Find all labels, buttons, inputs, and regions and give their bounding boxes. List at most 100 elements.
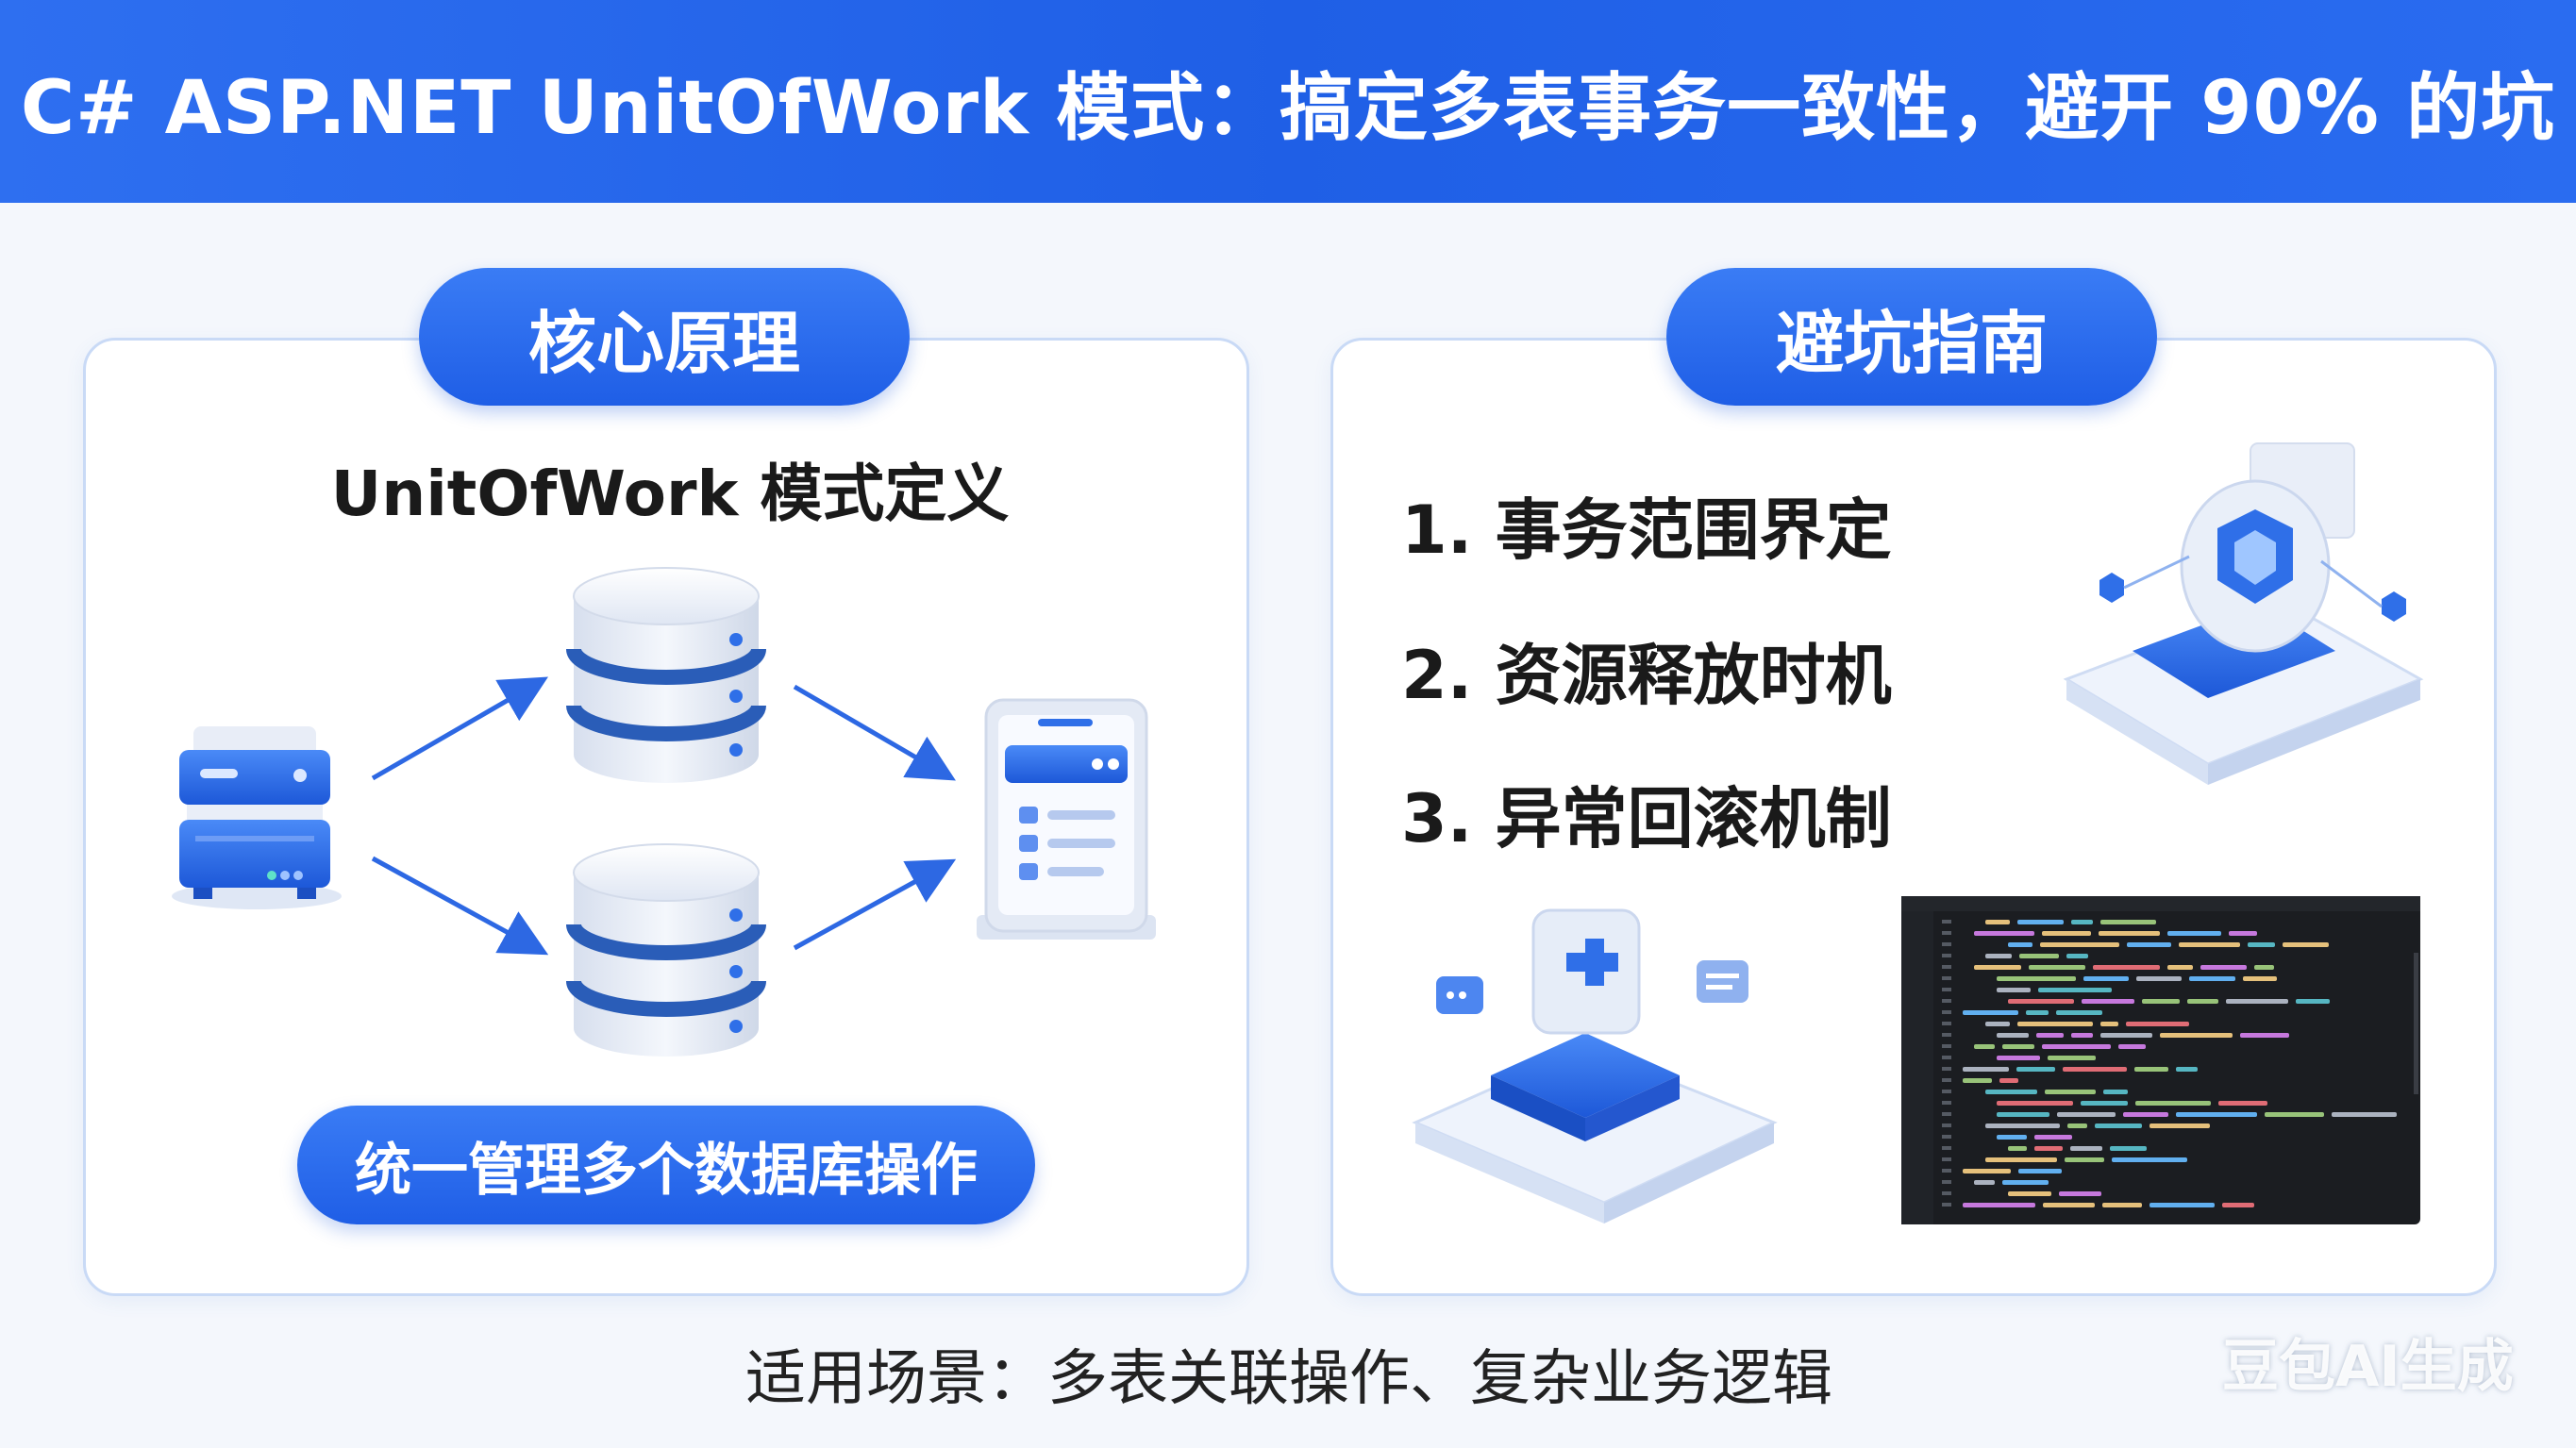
code-line-number	[1942, 1180, 1951, 1184]
code-token	[2093, 965, 2160, 970]
code-line-number	[1942, 920, 1951, 924]
code-token	[2160, 1033, 2233, 1038]
code-token	[1997, 1101, 2073, 1106]
code-token	[1963, 1203, 2035, 1207]
code-token	[2018, 1169, 2062, 1173]
code-token	[2243, 976, 2277, 981]
code-token	[2332, 1112, 2397, 1117]
code-line-number	[1942, 1135, 1951, 1139]
code-token	[2126, 1022, 2189, 1026]
code-token	[2110, 1146, 2147, 1151]
code-line-number	[1942, 1056, 1951, 1059]
core-principle-header: 核心原理	[419, 268, 910, 406]
definition-title: UnitOfWork 模式定义	[330, 458, 1010, 530]
code-line-number	[1942, 1090, 1951, 1093]
code-token	[2045, 1090, 2096, 1094]
code-token	[2095, 1123, 2142, 1128]
code-token	[2167, 931, 2221, 936]
code-token	[1985, 1090, 2037, 1094]
code-line-number	[1942, 1010, 1951, 1014]
code-token	[2283, 942, 2329, 947]
shield-platform-icon	[2063, 442, 2424, 785]
code-token	[1963, 1078, 1992, 1083]
code-line-number	[1942, 1146, 1951, 1150]
code-token	[2099, 931, 2160, 936]
code-token	[1963, 1010, 2018, 1015]
code-line-number	[1942, 1067, 1951, 1071]
code-token	[2019, 954, 2059, 958]
code-token	[2008, 1146, 2027, 1151]
code-token	[1997, 1112, 2049, 1117]
code-token	[2042, 1044, 2111, 1049]
code-token	[1985, 954, 2012, 958]
code-token	[2071, 1033, 2093, 1038]
code-line-number	[1942, 988, 1951, 991]
code-token	[2254, 965, 2274, 970]
code-line-number	[1942, 1044, 1951, 1048]
code-token	[2100, 1022, 2118, 1026]
code-token	[2067, 1123, 2087, 1128]
code-token	[2048, 1056, 2096, 1060]
code-token	[1985, 1123, 2060, 1128]
code-token	[2218, 1101, 2267, 1106]
code-line-number	[1942, 1203, 1951, 1207]
code-token	[2063, 1067, 2127, 1072]
code-token	[2179, 942, 2240, 947]
code-token	[2296, 999, 2330, 1004]
code-line-number	[1942, 999, 1951, 1003]
code-token	[2136, 976, 2182, 981]
code-token	[1985, 1157, 2057, 1162]
tip-transaction-scope: 1. 事务范围界定	[1401, 491, 1892, 569]
code-token	[2056, 1010, 2102, 1015]
code-token	[1999, 1078, 2018, 1083]
flow-arrows	[371, 676, 957, 956]
code-token	[1974, 965, 2021, 970]
code-token	[2008, 1191, 2051, 1196]
code-token	[2248, 942, 2275, 947]
database-icon	[566, 567, 766, 783]
code-token	[2066, 954, 2088, 958]
code-token	[2240, 1033, 2289, 1038]
server-icon	[172, 726, 342, 909]
code-token	[2002, 1180, 2049, 1185]
code-token	[2176, 1067, 2198, 1072]
code-token	[2036, 1033, 2064, 1038]
code-token	[2102, 1203, 2142, 1207]
code-line-number	[1942, 1169, 1951, 1173]
code-lines	[1942, 920, 2397, 1207]
code-token	[2100, 1033, 2152, 1038]
database-icon	[566, 843, 766, 1057]
code-line-number	[1942, 954, 1951, 957]
code-token	[2071, 920, 2093, 924]
code-token	[2016, 1067, 2055, 1072]
unified-management-label: 统一管理多个数据库操作	[297, 1106, 1035, 1224]
code-token	[2002, 1044, 2034, 1049]
code-token	[2100, 920, 2156, 924]
code-token	[2038, 988, 2112, 992]
code-token	[2127, 942, 2171, 947]
code-token	[2029, 965, 2085, 970]
app-screen-icon	[977, 698, 1156, 940]
code-token	[2222, 1203, 2254, 1207]
title-banner: C# ASP.NET UnitOfWork 模式：搞定多表事务一致性，避开 90…	[0, 0, 2576, 203]
code-line-number	[1942, 965, 1951, 969]
code-token	[1997, 976, 2076, 981]
code-token	[2123, 1112, 2168, 1117]
code-line-number	[1942, 976, 1951, 980]
code-token	[2167, 965, 2193, 970]
code-token	[2265, 1112, 2324, 1117]
code-line-number	[1942, 1033, 1951, 1037]
code-token	[1974, 1044, 1995, 1049]
code-token	[2135, 1101, 2211, 1106]
code-token	[2226, 999, 2288, 1004]
code-token	[2118, 1044, 2146, 1049]
code-token	[2059, 1191, 2101, 1196]
code-line-number	[1942, 1191, 1951, 1195]
code-token	[2149, 1203, 2215, 1207]
code-line-number	[1942, 1157, 1951, 1161]
code-line-number	[1942, 931, 1951, 935]
code-token	[2200, 965, 2247, 970]
code-line-number	[1942, 1101, 1951, 1105]
code-token	[1997, 1033, 2029, 1038]
code-token	[2149, 1123, 2210, 1128]
